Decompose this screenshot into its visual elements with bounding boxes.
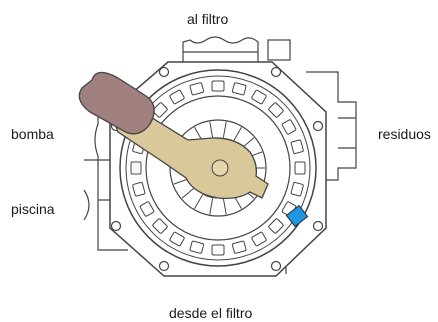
label-pool: piscina [11, 201, 55, 217]
ring-notch [189, 82, 205, 96]
ring-notch [281, 119, 297, 135]
ring-notch [152, 102, 168, 118]
label-waste: residuos [378, 126, 431, 142]
top-port [182, 36, 291, 65]
dial-tick [222, 198, 227, 215]
dial-tick [222, 121, 227, 138]
ring-notch [268, 218, 284, 234]
ring-notch [130, 161, 142, 175]
ring-notch [268, 102, 284, 118]
ring-notch [211, 80, 225, 92]
dial-tick [181, 187, 195, 199]
dial-tick [194, 194, 203, 209]
dial-tick [209, 198, 214, 215]
ring-notch [139, 201, 155, 217]
ring-notch [231, 240, 247, 254]
dial-tick [209, 121, 214, 138]
label-from-filter: desde el filtro [169, 305, 253, 321]
position-indicator [285, 204, 309, 228]
bolt-holes [110, 66, 324, 272]
ring-notch [189, 240, 205, 254]
ring-notch [290, 181, 304, 197]
ring-notch [169, 231, 185, 247]
ring-notch [294, 161, 306, 175]
ring-notch [231, 82, 247, 96]
ring-notch [211, 244, 225, 256]
ring-notch [290, 139, 304, 155]
label-to-filter: al filtro [187, 11, 229, 27]
handle-grip[interactable] [78, 71, 155, 135]
ring-notch [132, 181, 146, 197]
dial-tick [233, 127, 242, 142]
ring-notch [152, 218, 168, 234]
ring-notch [251, 89, 267, 105]
label-pump: bomba [11, 126, 54, 142]
ring-notch [169, 89, 185, 105]
ring-notch [251, 231, 267, 247]
